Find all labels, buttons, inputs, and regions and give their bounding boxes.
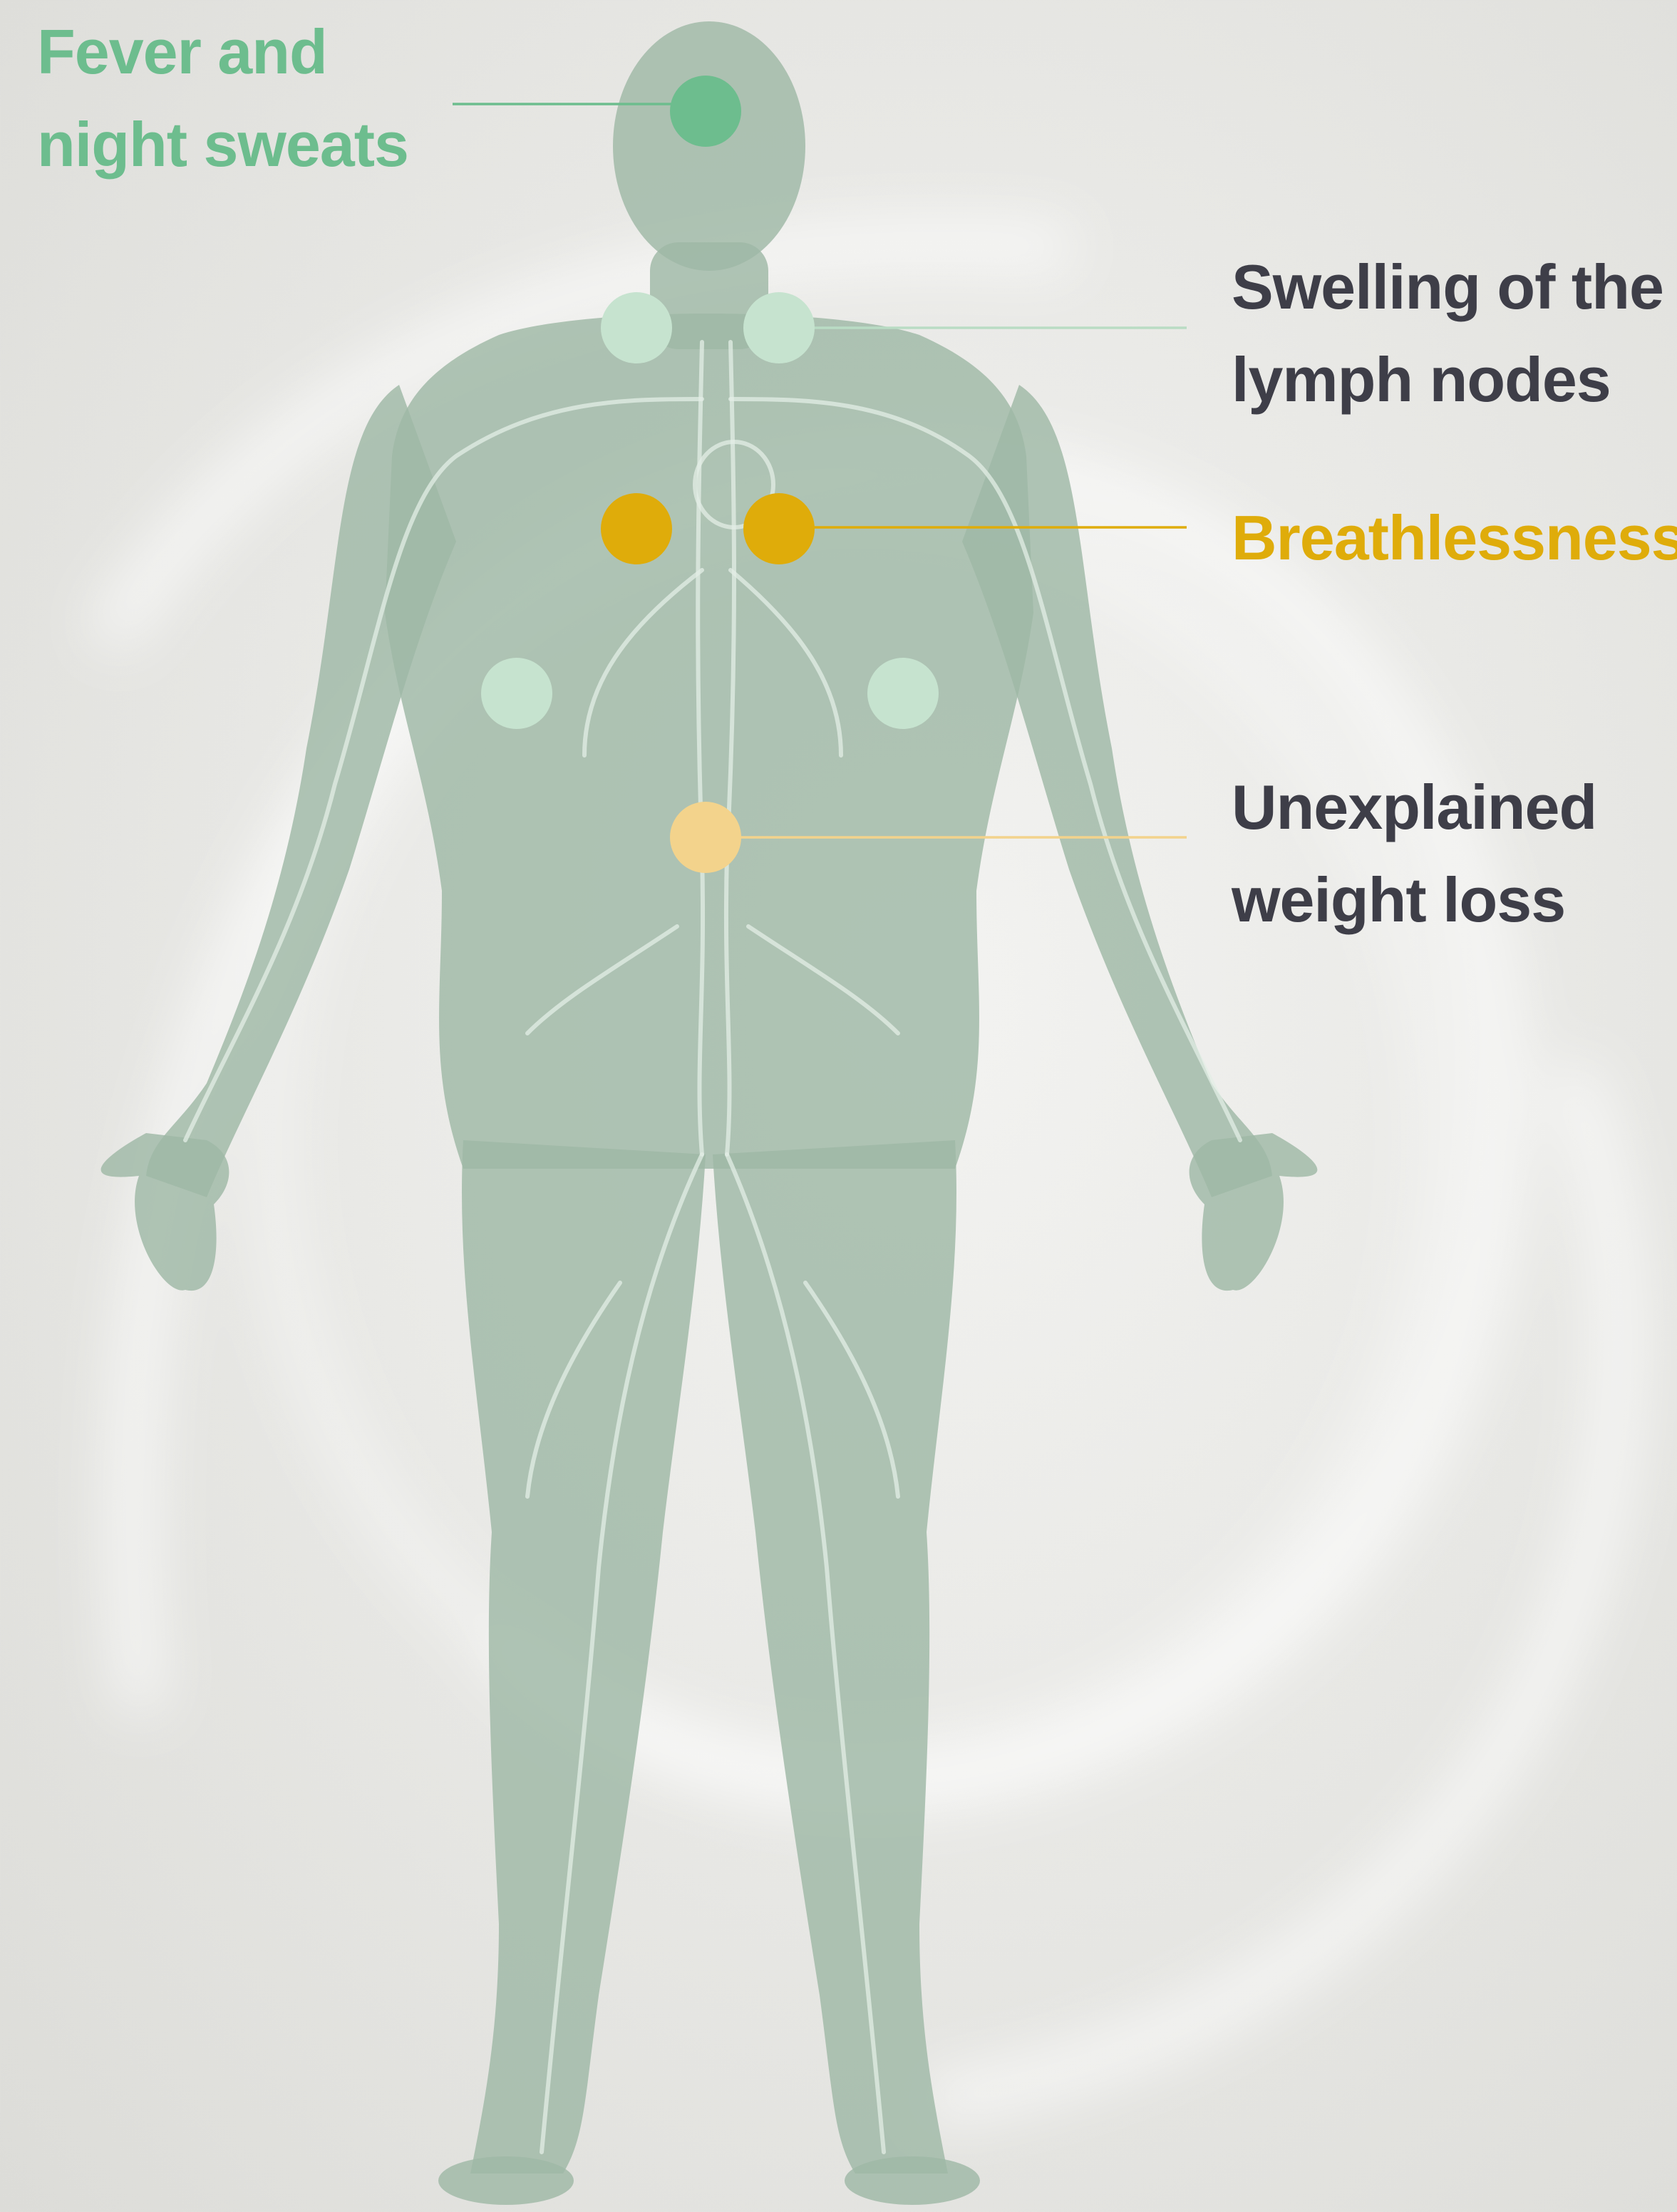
lymph-label-line2: lymph nodes	[1232, 334, 1663, 426]
lymph-label: Swelling of the lymph nodes	[1232, 241, 1663, 426]
weight-label: Unexplained weight loss	[1232, 761, 1596, 946]
breath-marker-right[interactable]	[743, 493, 815, 564]
weight-label-line1: Unexplained	[1232, 761, 1596, 854]
lymph-marker-neck-left[interactable]	[601, 292, 672, 363]
right-hand	[1190, 1133, 1318, 1291]
breath-label: Breathlessness	[1232, 492, 1677, 584]
fever-label: Fever and night sweats	[37, 6, 408, 191]
fever-marker[interactable]	[670, 76, 741, 147]
left-leg	[462, 1140, 706, 2174]
left-arm	[146, 385, 456, 1197]
breath-marker-left[interactable]	[601, 493, 672, 564]
weight-marker[interactable]	[670, 802, 741, 873]
fever-label-line1: Fever and	[37, 6, 408, 98]
lymph-marker-neck-right[interactable]	[743, 292, 815, 363]
lymph-marker-armpit-right[interactable]	[867, 658, 939, 729]
fever-label-line2: night sweats	[37, 98, 408, 191]
right-foot	[845, 2156, 980, 2205]
body-silhouette	[101, 21, 1318, 2205]
lymph-label-line1: Swelling of the	[1232, 241, 1663, 334]
lymph-marker-armpit-left[interactable]	[481, 658, 552, 729]
breath-label-line1: Breathlessness	[1232, 492, 1677, 584]
left-foot	[438, 2156, 574, 2205]
weight-label-line2: weight loss	[1232, 854, 1596, 946]
left-hand	[101, 1133, 229, 1291]
